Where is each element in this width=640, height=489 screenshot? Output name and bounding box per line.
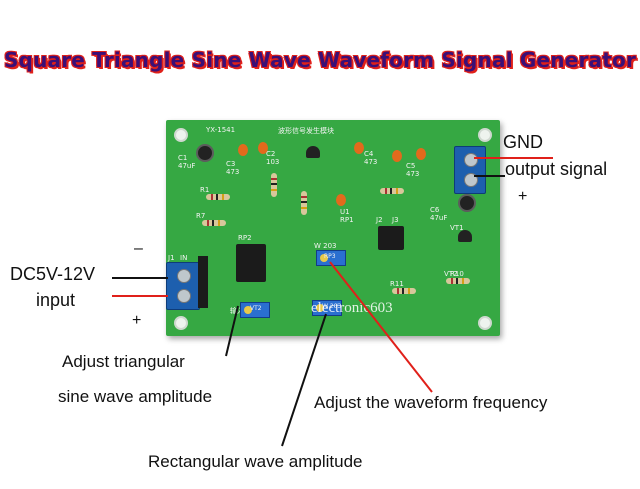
- mounting-hole: [478, 128, 492, 142]
- silk-label: RP1: [340, 216, 354, 224]
- ic-chip: [236, 244, 266, 282]
- board-model: YX-1541: [206, 126, 236, 134]
- resistor: [206, 194, 230, 200]
- transistor: [306, 146, 320, 158]
- adjust-triangular-label-line2: sine wave amplitude: [58, 387, 213, 406]
- watermark: electronic603: [311, 300, 393, 316]
- jumper-header: [378, 226, 404, 250]
- ceramic-capacitor: [392, 150, 402, 162]
- silk-label: VT1: [450, 224, 464, 232]
- silk-label: J1: [168, 254, 175, 262]
- triangular-pointer: [225, 305, 239, 357]
- input-minus-label: –: [134, 240, 143, 257]
- silk-label: R10: [450, 270, 464, 278]
- mounting-hole: [174, 128, 188, 142]
- ceramic-capacitor: [238, 144, 248, 156]
- input-plus-label: +: [132, 312, 142, 329]
- screw-icon: [177, 269, 191, 283]
- power-input-terminal-block[interactable]: [166, 262, 200, 310]
- silk-label: J3: [392, 216, 399, 224]
- silk-label: W 203: [314, 242, 337, 250]
- resistor: [202, 220, 226, 226]
- ceramic-capacitor: [336, 194, 346, 206]
- silk-label: RP2: [238, 234, 252, 242]
- silk-label: 47uF: [178, 162, 196, 170]
- silk-label: C5: [406, 162, 416, 170]
- silk-label: C6: [430, 206, 440, 214]
- silk-label: R11: [390, 280, 404, 288]
- voltage-regulator: [198, 256, 208, 308]
- resistor: [446, 278, 470, 284]
- gnd-label: GND: [503, 132, 543, 152]
- silk-label: W 203: [322, 303, 342, 310]
- frequency-pointer: [329, 261, 433, 393]
- silk-label: R1: [200, 186, 210, 194]
- rectangular-pointer: [281, 313, 327, 447]
- ceramic-capacitor: [258, 142, 268, 154]
- page-title: Square Triangle Sine Wave Waveform Signa…: [3, 48, 637, 72]
- resistor: [392, 288, 416, 294]
- silk-label: C1: [178, 154, 188, 162]
- silk-label: IN: [180, 254, 188, 262]
- electrolytic-capacitor: [458, 194, 476, 212]
- ceramic-capacitor: [416, 148, 426, 160]
- potentiometer-rp1[interactable]: [316, 250, 346, 266]
- screw-icon: [177, 289, 191, 303]
- silk-label: 473: [364, 158, 378, 166]
- silk-label: VT2: [250, 305, 262, 312]
- pcb-board: YX-1541 波形信号发生模块 C1 47uF C6 47uF C3 473 …: [166, 120, 500, 336]
- adjust-frequency-label: Adjust the waveform frequency: [314, 393, 548, 412]
- silk-label: J2: [376, 216, 383, 224]
- ceramic-capacitor: [354, 142, 364, 154]
- power-input-label-line2: input: [36, 290, 76, 310]
- silk-label: 473: [226, 168, 240, 176]
- silk-label: C3: [226, 160, 236, 168]
- output-terminal-block[interactable]: [454, 146, 486, 194]
- adjust-triangular-label-line1: Adjust triangular: [62, 352, 185, 371]
- potentiometer-rp3[interactable]: [240, 302, 270, 318]
- board-chinese-title: 波形信号发生模块: [278, 127, 334, 135]
- silk-label: VT2: [444, 270, 458, 278]
- silk-label: C2: [266, 150, 276, 158]
- rectangular-amplitude-label: Rectangular wave amplitude: [148, 452, 363, 471]
- transistor: [458, 230, 472, 242]
- resistor: [380, 188, 404, 194]
- silk-label: RP3: [324, 253, 336, 260]
- silk-label: R7: [196, 212, 206, 220]
- power-input-label-line1: DC5V-12V: [10, 264, 96, 284]
- silk-label: U1: [340, 208, 350, 216]
- screw-icon: [464, 153, 478, 167]
- silk-label: 473: [406, 170, 420, 178]
- silk-label: 47uF: [430, 214, 448, 222]
- silk-label: 103: [266, 158, 280, 166]
- electrolytic-capacitor: [196, 144, 214, 162]
- output-plus-label: +: [518, 188, 528, 205]
- mounting-hole: [478, 316, 492, 330]
- silk-label: C4: [364, 150, 374, 158]
- mounting-hole: [174, 316, 188, 330]
- output-signal-label: output signal: [505, 159, 608, 179]
- potentiometer-rp2[interactable]: [312, 300, 342, 316]
